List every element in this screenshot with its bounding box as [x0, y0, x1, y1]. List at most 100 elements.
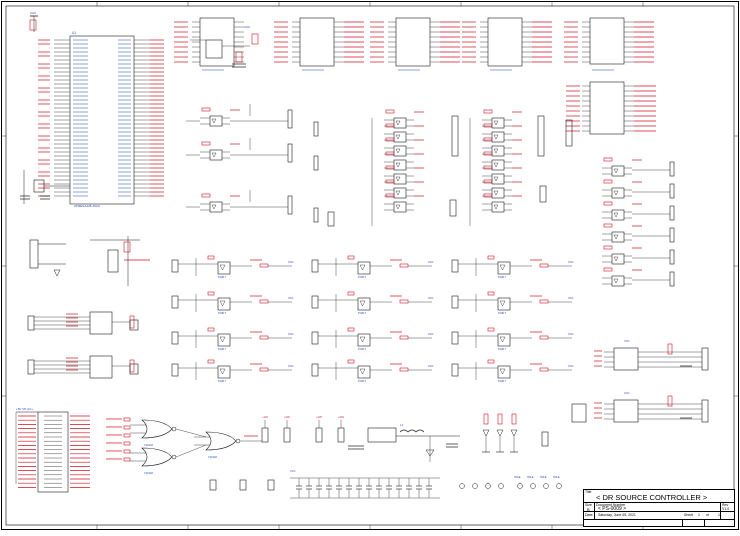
- led-symbol: [499, 336, 506, 343]
- resistor: [123, 425, 131, 430]
- resistor: [603, 267, 613, 272]
- opto-part: PC817: [498, 379, 506, 383]
- vcc-label: VCC: [428, 332, 434, 336]
- led-symbol: [613, 234, 619, 240]
- optocoupler: [491, 117, 505, 129]
- opto-part: PC817: [358, 311, 366, 315]
- vcc-label: VCC: [568, 364, 574, 368]
- vcc-label: VCC: [428, 364, 434, 368]
- opto-part: PC817: [498, 347, 506, 351]
- vcc-label: VCC: [288, 332, 294, 336]
- opto-part: PC817: [218, 275, 226, 279]
- led-symbol: [395, 148, 401, 154]
- optocoupler: [393, 145, 407, 157]
- fiducial: [459, 483, 465, 489]
- connector: [313, 207, 319, 223]
- relay: [571, 403, 587, 423]
- resistor: [207, 255, 215, 260]
- wire: [175, 444, 207, 458]
- connector: [537, 115, 545, 157]
- connector: [669, 205, 675, 221]
- resistor: [201, 141, 211, 146]
- capacitor-block: [239, 479, 247, 491]
- sheet-value: 1: [698, 513, 700, 517]
- optocoupler: [209, 149, 223, 161]
- resistor: [603, 223, 613, 228]
- vcc-label: VCC: [288, 364, 294, 368]
- power-label: +5V VP-AC+: [16, 407, 33, 411]
- latch-ic: [395, 17, 431, 67]
- optocoupler: [393, 201, 407, 213]
- optocoupler: [491, 187, 505, 199]
- mcu-ref: U1: [72, 31, 76, 35]
- optocoupler: [611, 231, 625, 243]
- connector: [287, 195, 293, 215]
- resistor: [347, 359, 355, 364]
- latch-ic: [589, 17, 625, 65]
- latch-ic: [199, 17, 235, 67]
- vcc-label: VCC: [288, 260, 294, 264]
- resistor: [235, 51, 243, 63]
- resistor: [483, 151, 493, 156]
- optocoupler: [357, 365, 371, 379]
- vcc-label: VCC: [568, 260, 574, 264]
- wire: [175, 428, 207, 438]
- led-symbol: [613, 212, 619, 218]
- optocoupler: [491, 131, 505, 143]
- power-connector: [337, 427, 345, 443]
- resistor: [259, 299, 269, 304]
- led-symbol: [499, 264, 506, 271]
- resistor: [487, 291, 495, 296]
- power-net: +12V: [316, 415, 322, 419]
- optocoupler: [611, 209, 625, 221]
- resistor: [483, 193, 493, 198]
- mcu-part-number: ATMEGA128-16AU: [74, 204, 100, 208]
- resistor: [385, 109, 395, 114]
- inversion-bubble: [171, 426, 177, 432]
- optocoupler: [393, 187, 407, 199]
- optocoupler: [357, 297, 371, 311]
- ribbon-connector: [37, 411, 69, 493]
- led-symbol: [395, 190, 401, 196]
- connector: [287, 143, 293, 163]
- resistor: [487, 327, 495, 332]
- resistor: [123, 433, 131, 438]
- optocoupler: [393, 173, 407, 185]
- resistor: [483, 109, 493, 114]
- opto-part: PC817: [358, 275, 366, 279]
- size-label: Size: [585, 503, 592, 507]
- transceiver-ic: [613, 399, 639, 423]
- opto-part: PC817: [498, 275, 506, 279]
- diode: [425, 449, 435, 457]
- vcc-label: VCC: [568, 332, 574, 336]
- vcc-label: VCC: [624, 339, 630, 343]
- input-connector: [451, 259, 459, 273]
- hole-label: HOLE: [540, 476, 547, 479]
- led-symbol: [219, 368, 226, 375]
- resistor: [483, 165, 493, 170]
- doc-label: Document Number: [596, 503, 626, 507]
- vcc-label: VCC: [244, 25, 251, 29]
- opto-part: PC817: [358, 379, 366, 383]
- mounting-hole: [543, 483, 549, 489]
- optocoupler: [393, 131, 407, 143]
- vcc-label: VCC: [30, 11, 37, 15]
- resistor: [123, 449, 131, 454]
- resistor: [207, 359, 215, 364]
- input-connector: [311, 363, 319, 377]
- optocoupler: [497, 333, 511, 347]
- optocoupler: [491, 159, 505, 171]
- optocoupler: [491, 145, 505, 157]
- connector: [451, 115, 459, 157]
- mounting-hole: [517, 483, 523, 489]
- resistor: [385, 123, 395, 128]
- hole-label: HOLE: [527, 476, 534, 479]
- gate-part: 74LS02: [144, 443, 154, 447]
- vcc-label: VCC: [428, 296, 434, 300]
- input-connector: [171, 363, 179, 377]
- opto-part: PC817: [498, 311, 506, 315]
- resistor: [399, 367, 409, 372]
- connector: [287, 109, 293, 129]
- connector: [565, 119, 573, 147]
- resistor: [539, 335, 549, 340]
